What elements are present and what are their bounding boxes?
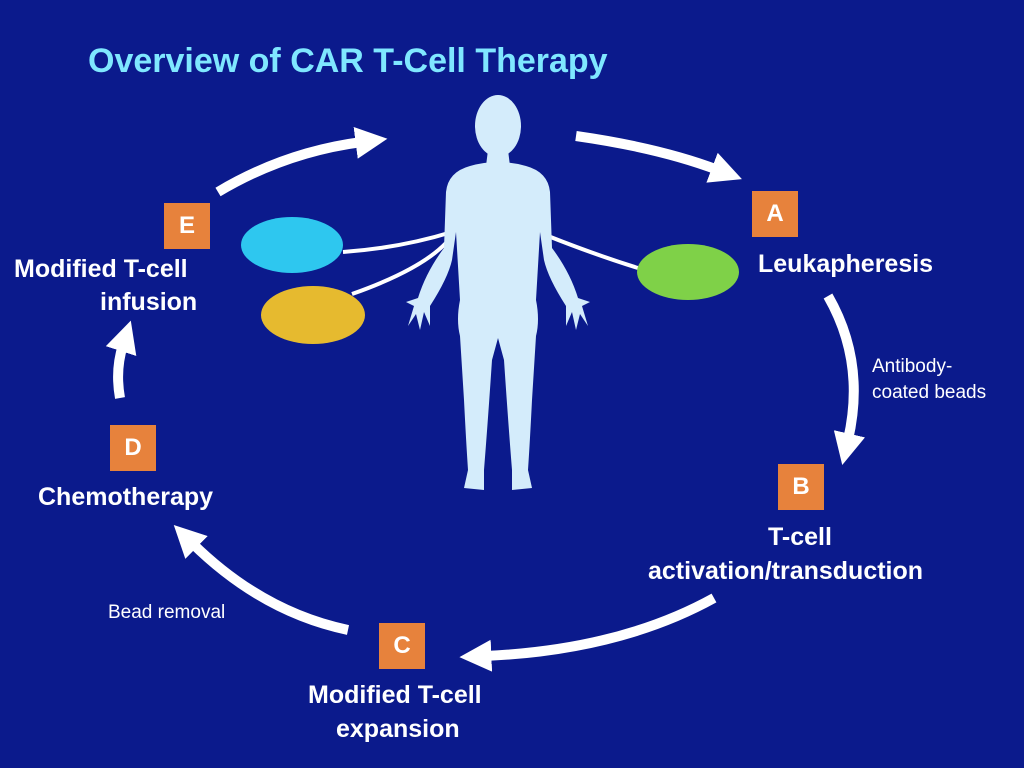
connector-line-cyan bbox=[342, 230, 453, 254]
connector-line-green bbox=[547, 234, 639, 270]
human-body-icon bbox=[406, 95, 590, 490]
arrow-top-left bbox=[215, 126, 388, 197]
step-e-label-line1: Modified T-cell bbox=[14, 255, 188, 283]
t-cell-green bbox=[637, 244, 739, 300]
note-bead-removal: Bead removal bbox=[108, 602, 226, 623]
arrow-bottom-right bbox=[459, 593, 717, 672]
step-e-badge: E bbox=[164, 203, 210, 249]
step-b-label-line2: activation/transduction bbox=[648, 557, 924, 585]
t-cell-cyan bbox=[241, 217, 343, 273]
note-beads-line1: Antibody- bbox=[872, 356, 953, 377]
step-a-badge: A bbox=[752, 191, 798, 237]
step-c-badge: C bbox=[379, 623, 425, 669]
step-e-label-line2: infusion bbox=[100, 288, 198, 316]
arrow-top-right bbox=[575, 131, 742, 183]
connector-line-yellow bbox=[351, 241, 448, 296]
step-b-badge: B bbox=[778, 464, 824, 510]
step-c-label-line1: Modified T-cell bbox=[308, 681, 482, 709]
arrow-right bbox=[823, 293, 866, 465]
step-d-badge: D bbox=[110, 425, 156, 471]
step-a-label: Leukapheresis bbox=[758, 250, 934, 278]
arrow-left bbox=[105, 320, 137, 399]
t-cell-yellow bbox=[261, 286, 365, 344]
step-c-label-line2: expansion bbox=[336, 715, 460, 743]
page-title: Overview of CAR T-Cell Therapy bbox=[88, 42, 608, 80]
step-b-label-line1: T-cell bbox=[768, 523, 832, 551]
arrow-bottom-left bbox=[173, 525, 350, 635]
note-beads-line2: coated beads bbox=[872, 382, 987, 403]
step-d-label: Chemotherapy bbox=[38, 483, 214, 511]
